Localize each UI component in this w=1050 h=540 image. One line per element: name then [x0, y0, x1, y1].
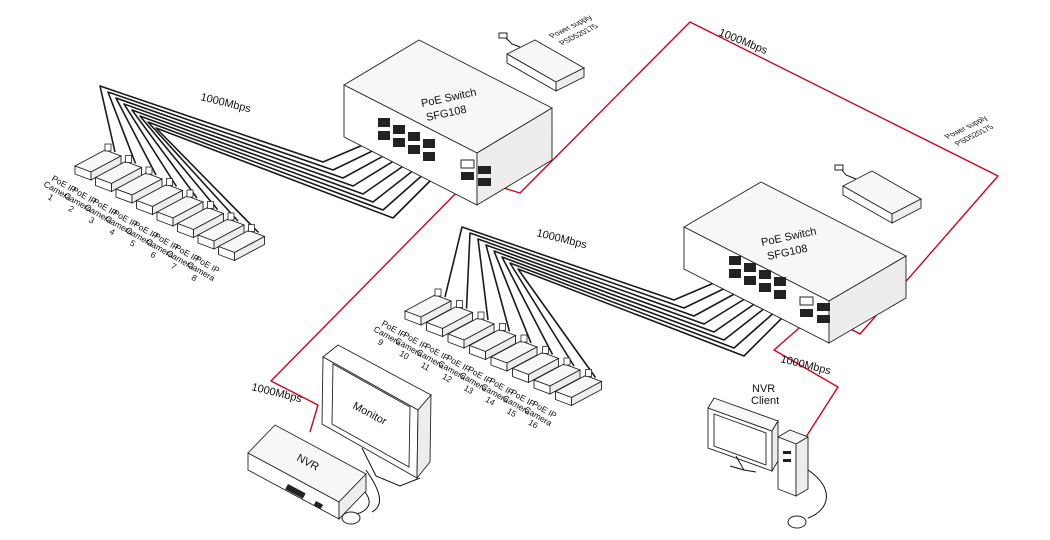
camera-mount-icon [434, 288, 442, 297]
camera-label-n: 15 [505, 406, 518, 420]
camera-label-n: 2 [67, 203, 76, 214]
poe-cable-2 [107, 91, 392, 171]
poe-cable-8 [155, 127, 434, 234]
poe-cable-11 [477, 238, 750, 321]
monitor: Monitor [321, 344, 432, 513]
power-supply-1: Power supply PSD520175 [498, 14, 601, 92]
client-label-line1: NVR [752, 383, 775, 395]
power-supply-2-cord [841, 169, 857, 180]
monitor-cable [365, 469, 381, 513]
power-plug-icon [498, 32, 508, 39]
camera-label-n: 6 [149, 249, 158, 260]
camera-7: PoE IPCamera7 [165, 212, 246, 272]
camera-mount-icon [542, 346, 549, 354]
mouse-icon [787, 515, 807, 529]
camera-mount-icon [227, 212, 235, 221]
camera-mount-icon [585, 369, 592, 377]
power-plug-icon [834, 164, 844, 171]
camera-label-n: 16 [527, 417, 540, 431]
camera-mount-icon [520, 334, 528, 343]
poe-cable-3 [115, 97, 399, 179]
camera-label-n: 7 [169, 261, 178, 272]
poe-cable-10 [465, 232, 743, 309]
poe-cable-16 [517, 268, 785, 378]
switch-1-poe-ports [378, 118, 435, 161]
uplink-top-speed-label: 1000Mbps [717, 27, 770, 58]
nvr-client-pc: NVR Client [707, 383, 827, 529]
client-label-line2: Client [751, 395, 779, 407]
camera-label-9: PoE IPCamera9 [368, 316, 409, 356]
switch-2-poe-ports [729, 256, 786, 299]
client-speed-label: 1000Mbps [779, 353, 832, 377]
camera-label-10: PoE IPCamera10 [389, 328, 430, 368]
camera-9: PoE IPCamera9 [368, 288, 453, 356]
poe-cable-7 [147, 121, 427, 222]
nvr-speed-label: 1000Mbps [250, 381, 303, 405]
poe-cable-12 [485, 244, 757, 332]
switch-1-uplink-ports [460, 159, 491, 186]
camera-mount-icon [125, 155, 132, 163]
uplink-switch1-to-switch2 [493, 21, 999, 335]
camera-16: PoE IPCamera16 [523, 369, 603, 431]
camera-label-n: 13 [462, 383, 475, 397]
client-mouse-cable [807, 469, 827, 519]
uplink-switch2-to-client [773, 321, 839, 438]
uplink-switch1-to-nvr [270, 185, 464, 433]
poe-cable-9 [444, 226, 736, 301]
poe-cable-4 [123, 103, 406, 187]
poe-switch-1: PoE Switch SFG108 [343, 39, 553, 206]
camera-label-n: 5 [128, 238, 137, 249]
camera-label-n: 8 [190, 272, 199, 283]
switch-2-uplink-ports [799, 296, 830, 323]
poe-cables-switch-1 [99, 85, 434, 234]
poe-cable-13 [493, 250, 764, 344]
camera-label-n: 14 [484, 394, 497, 408]
cameras-left-speed-label: 1000Mbps [199, 91, 252, 115]
camera-3: PoE IPCamera3 [83, 166, 164, 226]
poe-cable-5 [131, 109, 413, 199]
nvr: NVR [247, 424, 370, 525]
mouse-cable [355, 491, 370, 515]
camera-mount-icon [456, 300, 463, 308]
camera-mount-icon [499, 323, 506, 331]
camera-4: PoE IPCamera4 [104, 178, 184, 237]
poe-cables-switch-2 [444, 226, 785, 378]
camera-mount-icon [477, 311, 485, 320]
poe-cable-1 [99, 85, 385, 163]
camera-label-n: 9 [376, 337, 385, 348]
camera-mount-icon [563, 357, 571, 366]
power-supply-2: Power supply PSD520175 [834, 114, 996, 224]
camera-mount-icon [145, 166, 153, 175]
camera-mount-icon [186, 189, 194, 198]
poe-cable-6 [139, 115, 420, 211]
camera-label-n: 10 [398, 348, 411, 362]
camera-label-n: 1 [46, 192, 55, 203]
camera-10: PoE IPCamera10 [389, 300, 474, 368]
camera-mount-icon [248, 224, 255, 232]
poe-cable-14 [501, 256, 771, 355]
camera-mount-icon [104, 143, 112, 152]
camera-8: PoE IPCamera8 [186, 224, 266, 283]
camera-mount-icon [166, 178, 173, 186]
uplink-cables [270, 21, 999, 438]
camera-mount-icon [207, 201, 214, 209]
camera-label-5: PoE IPCamera5 [120, 217, 161, 257]
camera-label-n: 4 [108, 226, 117, 237]
camera-1: PoE IPCamera1 [42, 143, 123, 203]
poe-switch-2: PoE Switch SFG108 [683, 181, 907, 344]
camera-label-n: 12 [441, 371, 454, 385]
camera-14: PoE IPCamera14 [480, 346, 560, 408]
power-supply-1-cord [505, 37, 521, 48]
mouse-icon [341, 511, 361, 525]
cameras-right-speed-label: 1000Mbps [535, 227, 588, 251]
poe-cable-15 [509, 262, 778, 367]
camera-label-n: 3 [87, 215, 96, 226]
